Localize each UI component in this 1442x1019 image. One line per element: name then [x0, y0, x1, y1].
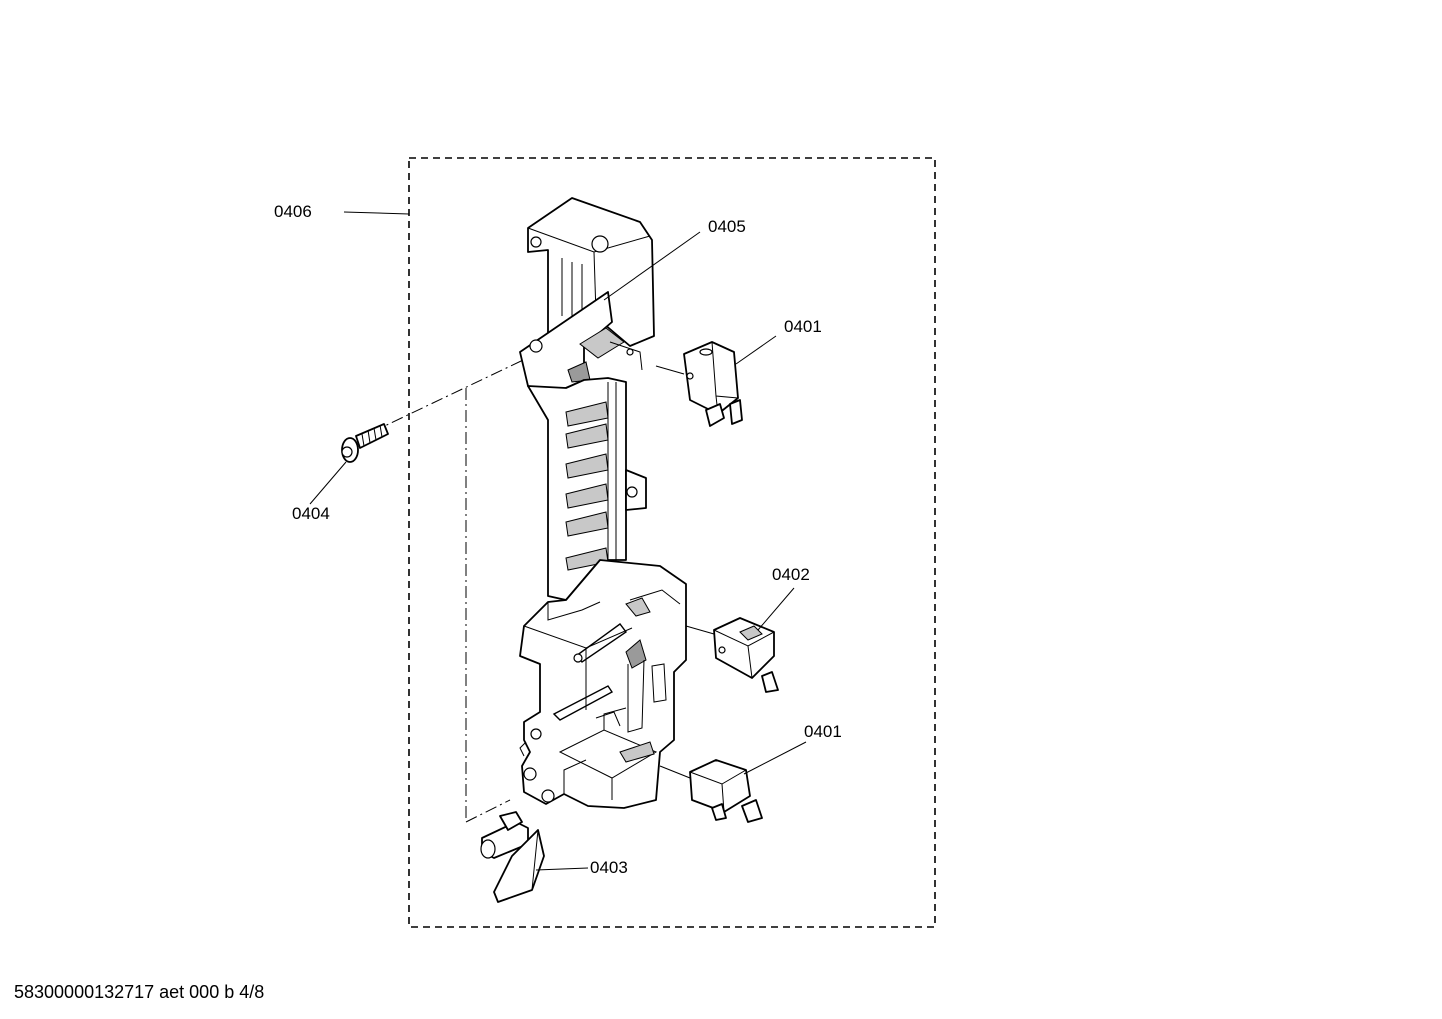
micro-switch-0401-top — [683, 341, 743, 427]
callout-0403: 0403 — [590, 858, 628, 877]
latch-lever-0403 — [480, 811, 545, 903]
screw-0404 — [341, 423, 389, 463]
micro-switch-0401-bottom — [689, 759, 763, 823]
leader-lines — [309, 211, 807, 871]
assembly-axis-lines — [371, 351, 543, 823]
callout-0401-bottom: 0401 — [804, 722, 842, 741]
latch-housing — [519, 197, 687, 809]
callout-0406: 0406 — [274, 202, 312, 221]
drawing-reference-footer: 58300000132717 aet 000 b 4/8 — [14, 982, 265, 1002]
callout-0405: 0405 — [708, 217, 746, 236]
micro-switch-0402 — [713, 617, 779, 693]
callout-0402: 0402 — [772, 565, 810, 584]
callout-0404: 0404 — [292, 504, 330, 523]
assembly-boundary-box — [408, 157, 936, 928]
callout-0401-top: 0401 — [784, 317, 822, 336]
